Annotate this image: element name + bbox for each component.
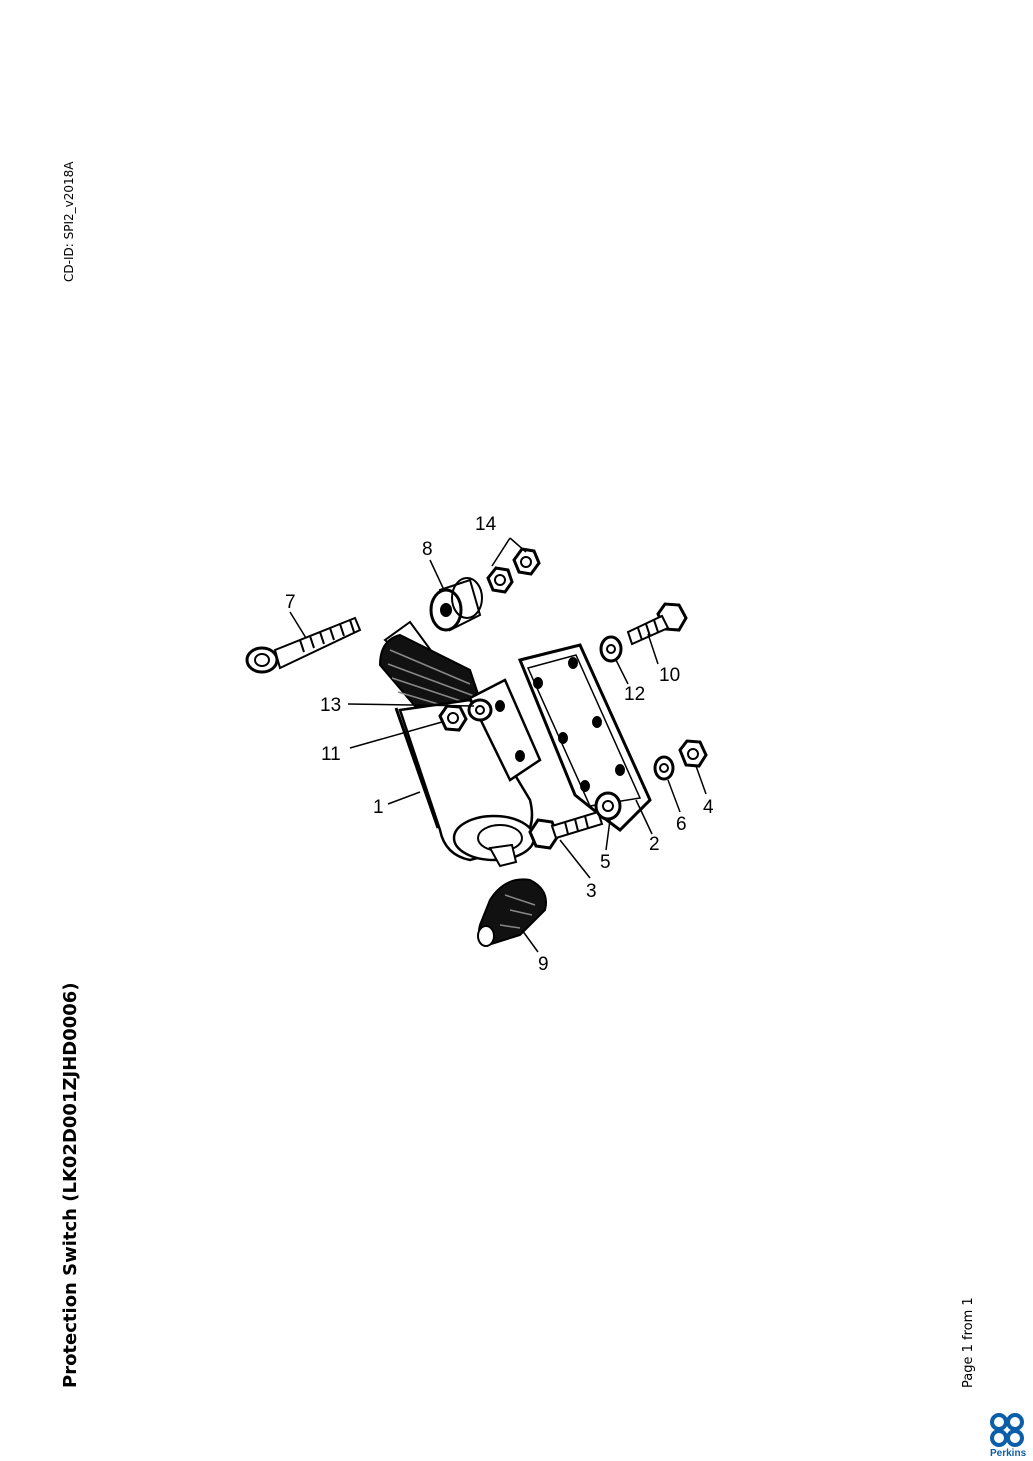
callout-13: 13: [320, 695, 341, 716]
callout-7: 7: [285, 592, 296, 613]
part-12-washer: [599, 635, 623, 663]
callout-9: 9: [538, 954, 549, 975]
leader-lines: [289, 537, 707, 953]
part-2-plate: [517, 643, 652, 832]
callout-12: 12: [624, 684, 645, 705]
part-8-spacer: [429, 577, 483, 632]
part-11-nut: [438, 704, 468, 732]
part-14-nuts: [486, 547, 541, 594]
part-6-washer: [653, 755, 675, 781]
callout-3: 3: [586, 881, 597, 902]
callout-14: 14: [475, 514, 497, 535]
callout-6: 6: [676, 814, 687, 835]
callout-5: 5: [600, 852, 611, 873]
perkins-logo-icon: [990, 1413, 1024, 1447]
callout-8: 8: [422, 539, 433, 560]
part-13-bracket: [467, 678, 542, 782]
brand-name: Perkins: [990, 1448, 1027, 1459]
part-4-nut: [678, 739, 708, 768]
callout-10: 10: [659, 665, 680, 686]
part-5-washer: [594, 791, 622, 821]
callout-2: 2: [649, 834, 660, 855]
callout-4: 4: [703, 797, 714, 818]
callout-1: 1: [373, 797, 384, 818]
part-7-cap-screw: [245, 616, 362, 674]
part-10-bolt: [626, 602, 688, 646]
part-9-boot: [477, 878, 547, 947]
callout-11: 11: [321, 744, 341, 765]
part-3-bolt: [528, 810, 604, 850]
part-1-solenoid: [378, 620, 536, 868]
